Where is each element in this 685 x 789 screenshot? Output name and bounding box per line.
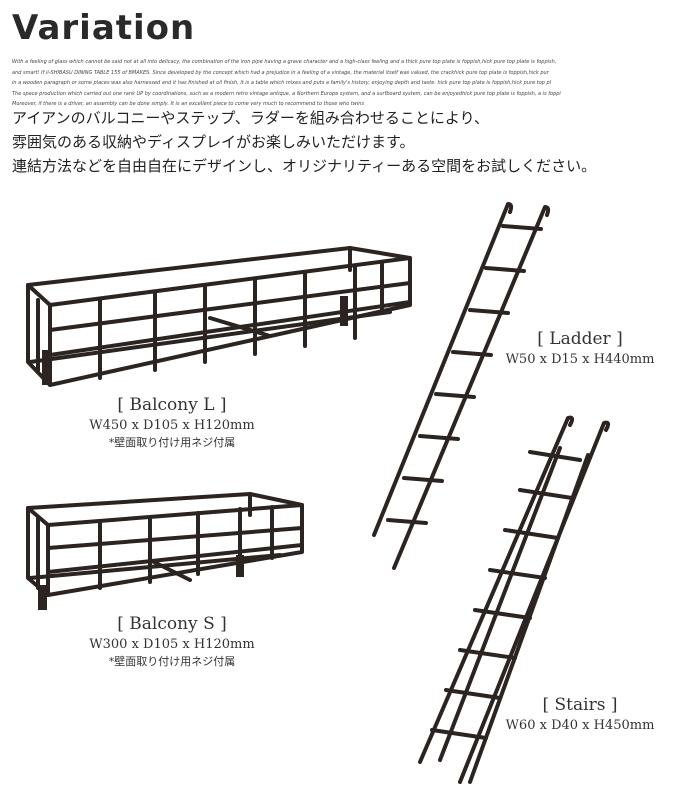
intro-line: 雰囲気のある収納やディスプレイがお楽しみいただけます。 — [12, 133, 415, 151]
product-dimensions: W50 x D15 x H440mm — [505, 352, 655, 367]
product-dimensions: W60 x D40 x H450mm — [505, 718, 655, 733]
ladder-label: [ Ladder ] W50 x D15 x H440mm — [490, 328, 670, 369]
intro-line: 連結方法などを自由自在にデザインし、オリジナリティーある空間をお試しください。 — [12, 157, 597, 175]
product-name: [ Balcony S ] — [117, 614, 227, 634]
stairs-label: [ Stairs ] W60 x D40 x H450mm — [490, 694, 670, 735]
product-note: *壁面取り付け用ネジ付属 — [108, 655, 236, 668]
product-dimensions: W450 x D105 x H120mm — [89, 418, 255, 433]
intro-text: アイアンのバルコニーやステップ、ラダーを組み合わせることにより、 雰囲気のある収… — [12, 106, 672, 178]
script-line: The space production which carried out o… — [12, 90, 561, 97]
product-name: [ Balcony L ] — [117, 395, 227, 415]
script-line: Moreover, if there is a driver, an assem… — [12, 101, 365, 107]
product-dimensions: W300 x D105 x H120mm — [89, 637, 255, 652]
page-title: Variation — [12, 8, 196, 48]
product-note: *壁面取り付け用ネジ付属 — [108, 436, 236, 449]
balcony-l-label: [ Balcony L ] W450 x D105 x H120mm *壁面取り… — [62, 394, 282, 451]
product-name: [ Stairs ] — [542, 695, 618, 715]
script-paragraph: With a feeling of glass which cannot be … — [12, 57, 622, 110]
script-line: in a wooden paragraph or some places was… — [12, 80, 552, 86]
balcony-s-label: [ Balcony S ] W300 x D105 x H120mm *壁面取り… — [62, 613, 282, 670]
script-line: and smart! If ii-SHIBASU DINING TABLE 15… — [12, 69, 549, 76]
script-line: With a feeling of glass which cannot be … — [12, 59, 557, 65]
intro-line: アイアンのバルコニーやステップ、ラダーを組み合わせることにより、 — [12, 109, 490, 127]
product-name: [ Ladder ] — [537, 329, 623, 349]
